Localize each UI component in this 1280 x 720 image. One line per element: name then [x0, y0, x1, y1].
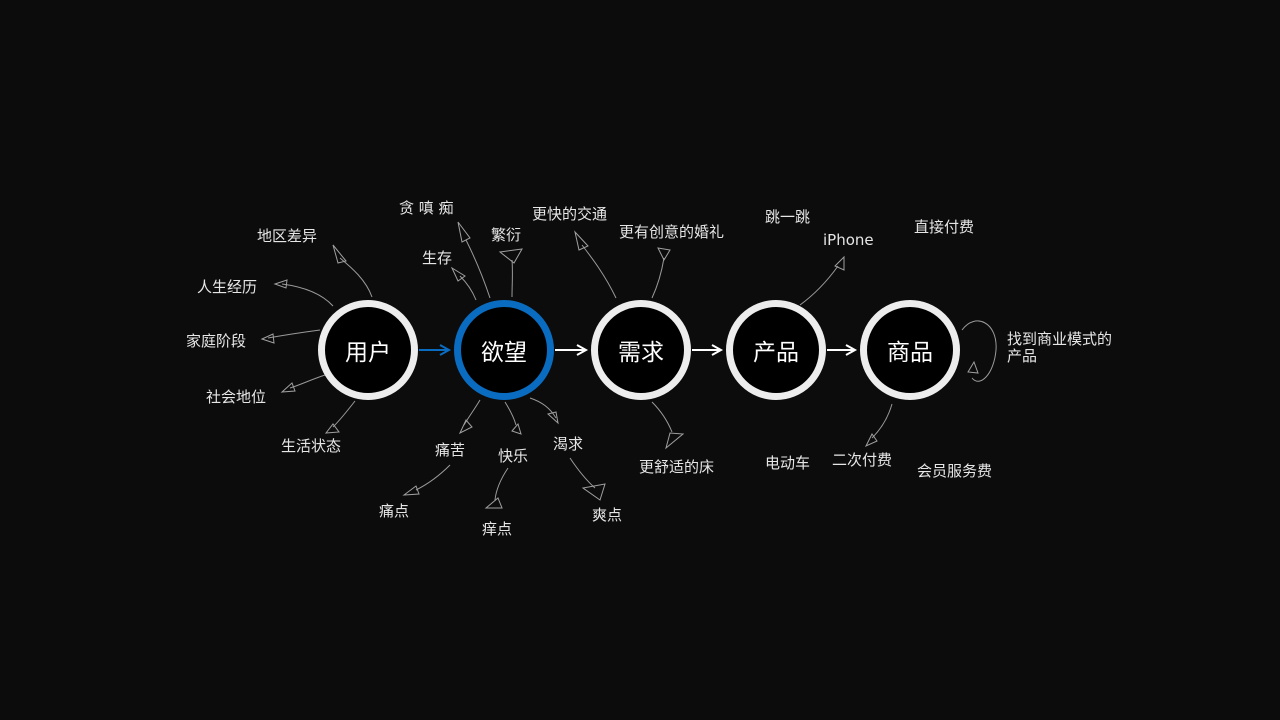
label-secondary-payment: 二次付费	[832, 451, 893, 469]
label-life-experience: 人生经历	[197, 278, 258, 296]
label-business-model-product: 找到商业模式的产品	[1007, 330, 1113, 365]
label-family-stage: 家庭阶段	[186, 332, 247, 350]
label-social-status: 社会地位	[206, 388, 267, 406]
label-membership-fee: 会员服务费	[917, 462, 993, 480]
arrow-desire-need	[555, 344, 589, 356]
label-iphone: iPhone	[823, 231, 874, 249]
label-pain-point: 痛点	[379, 502, 410, 520]
node-user-label: 用户	[345, 340, 391, 366]
arrow-need-product	[692, 344, 724, 356]
label-comfortable-bed: 更舒适的床	[639, 458, 715, 476]
node-goods: 商品	[860, 300, 960, 400]
label-electric-car: 电动车	[765, 454, 811, 472]
label-jump-game: 跳一跳	[765, 208, 811, 226]
node-goods-label: 商品	[887, 340, 933, 366]
label-faster-transport: 更快的交通	[532, 205, 608, 223]
label-pain: 痛苦	[435, 441, 466, 459]
label-direct-payment: 直接付费	[914, 218, 975, 236]
label-survive: 生存	[422, 249, 453, 267]
node-need-label: 需求	[618, 340, 664, 366]
label-reproduce: 繁衍	[491, 226, 522, 244]
arrow-user-desire	[419, 344, 452, 356]
label-happy: 快乐	[498, 447, 529, 465]
label-region-difference: 地区差异	[257, 227, 318, 245]
sketch-arrows-goods	[864, 320, 997, 448]
node-user: 用户	[318, 300, 418, 400]
label-itch-point: 痒点	[482, 520, 513, 538]
node-product: 产品	[726, 300, 826, 400]
sketch-arrows-product	[799, 255, 845, 306]
label-thirst: 渴求	[553, 435, 584, 453]
sketch-arrows-user	[260, 244, 373, 434]
sketch-arrows-desire	[402, 221, 606, 509]
arrow-product-goods	[827, 344, 858, 356]
label-cool-point: 爽点	[592, 506, 623, 524]
node-need: 需求	[591, 300, 691, 400]
sketch-arrows-need	[574, 230, 685, 450]
label-greed: 贪 嗔 痴	[399, 199, 454, 217]
node-desire: 欲望	[454, 300, 554, 400]
node-desire-label: 欲望	[481, 340, 527, 366]
label-creative-wedding: 更有创意的婚礼	[619, 223, 725, 241]
label-living-state: 生活状态	[281, 437, 342, 455]
node-product-label: 产品	[753, 340, 799, 366]
